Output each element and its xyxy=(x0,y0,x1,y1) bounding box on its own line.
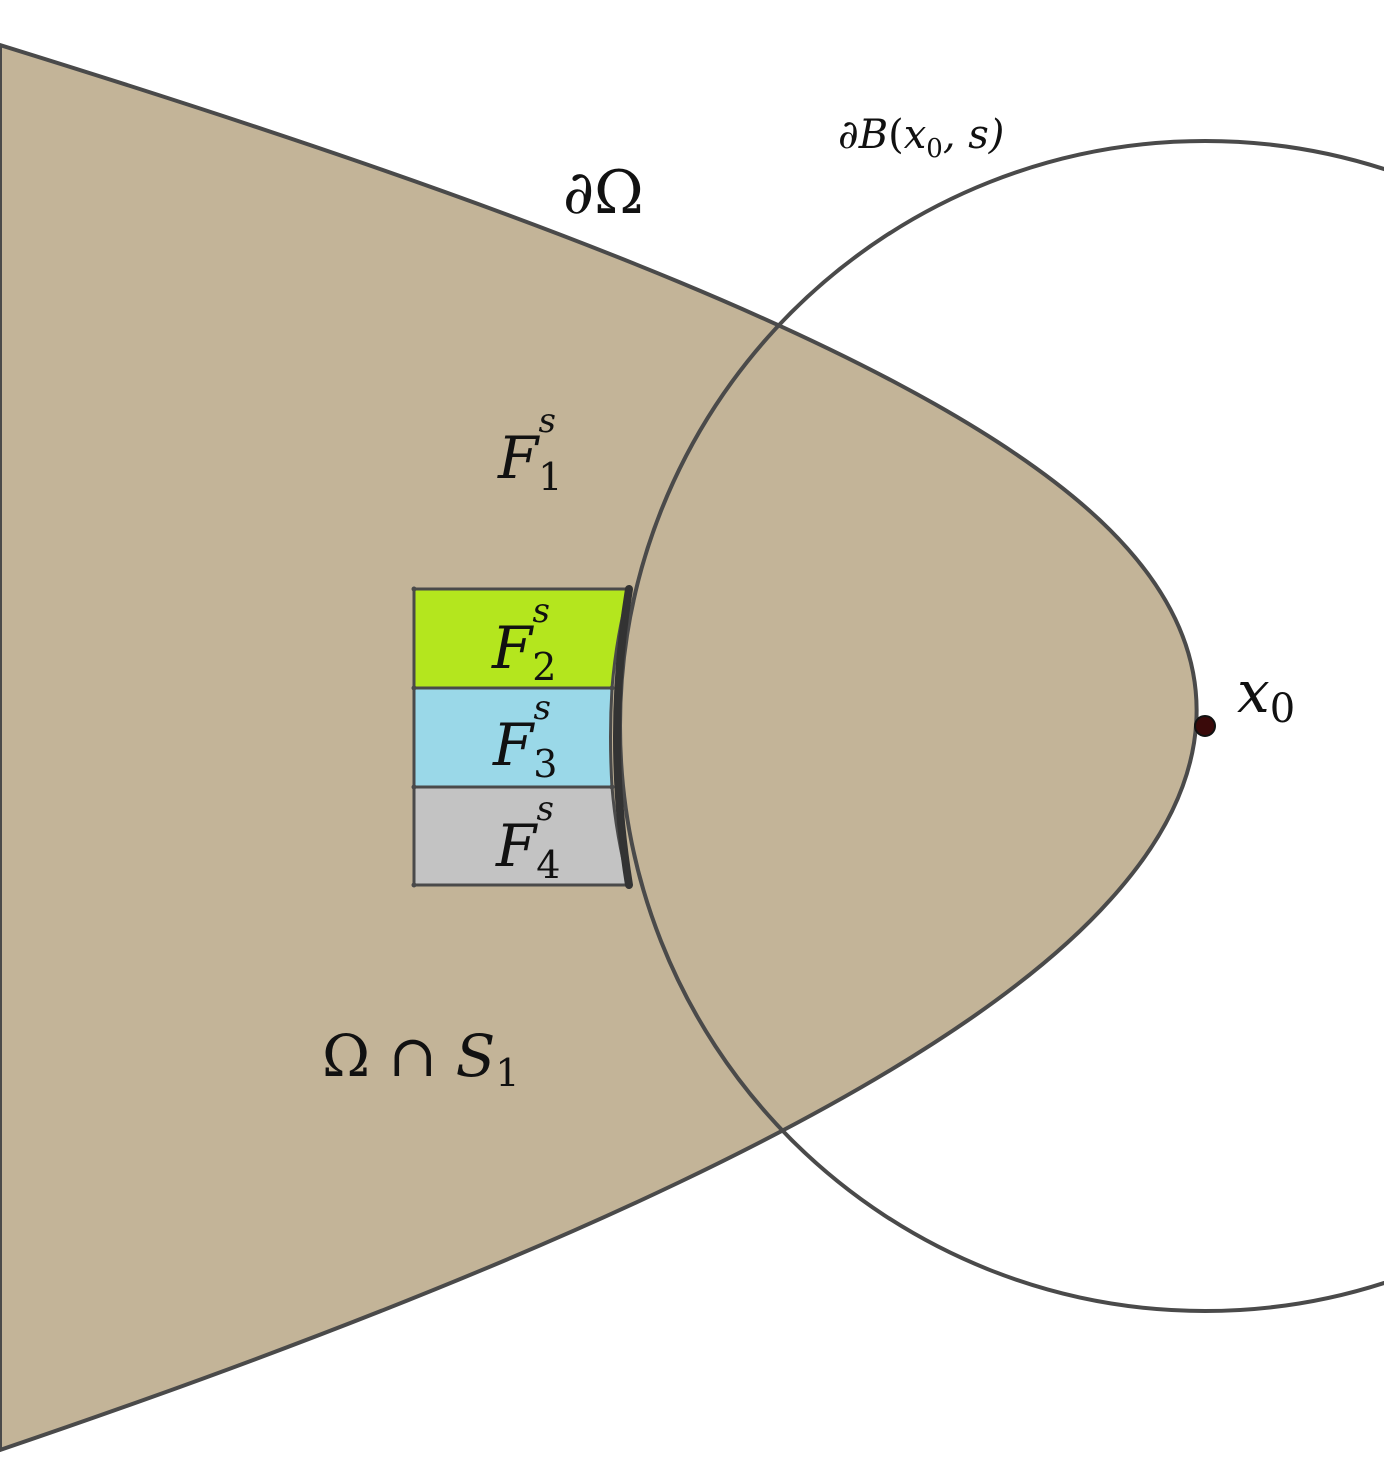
label-ball-boundary: ∂B(x0, s) xyxy=(838,112,1004,164)
label-f4: F4s xyxy=(495,789,560,887)
point-x0-marker xyxy=(1194,715,1216,737)
label-boundary-omega: ∂Ω xyxy=(563,158,644,228)
label-f2: F2s xyxy=(491,591,556,689)
label-f1: F1s xyxy=(497,401,562,499)
label-point-x0: x0 xyxy=(1237,658,1295,732)
thick-arc-segment xyxy=(613,585,633,889)
corner-dots xyxy=(411,586,615,888)
label-intersection: Ω ∩ S1 xyxy=(322,1022,520,1095)
label-f3: F3s xyxy=(492,688,557,786)
